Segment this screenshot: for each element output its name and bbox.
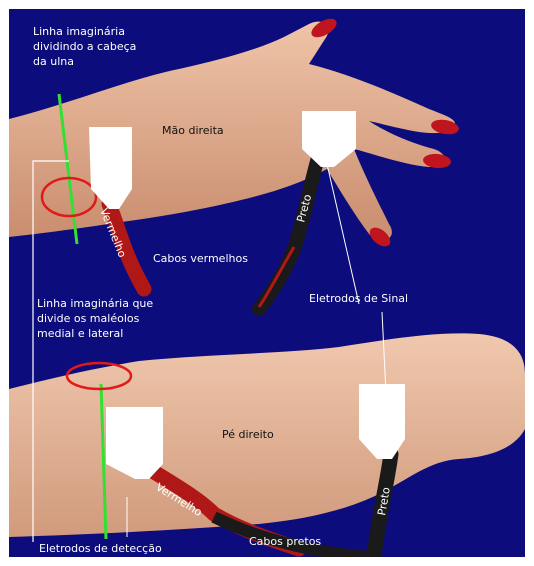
red-cables-label: Cabos vermelhos [153,251,248,266]
black-cables-label: Cabos pretos [249,534,321,549]
hand-black-cable-tip [259,247,294,307]
right-foot-label: Pé direito [222,427,274,442]
signal-electrodes-label: Eletrodos de Sinal [309,291,408,306]
ulna-line-label: Linha imaginária dividindo a cabeça da u… [33,24,136,69]
malleoli-line-label: Linha imaginária que divide os maléolos … [37,296,153,341]
foot-detection-electrode [106,407,163,479]
detection-electrodes-label: Eletrodos de detecção [39,541,162,556]
illustration: Vermelho Preto Vermelho Preto [9,9,525,557]
illustration-frame: Vermelho Preto Vermelho Preto Linha imag… [9,9,525,557]
right-hand-label: Mão direita [162,123,224,138]
